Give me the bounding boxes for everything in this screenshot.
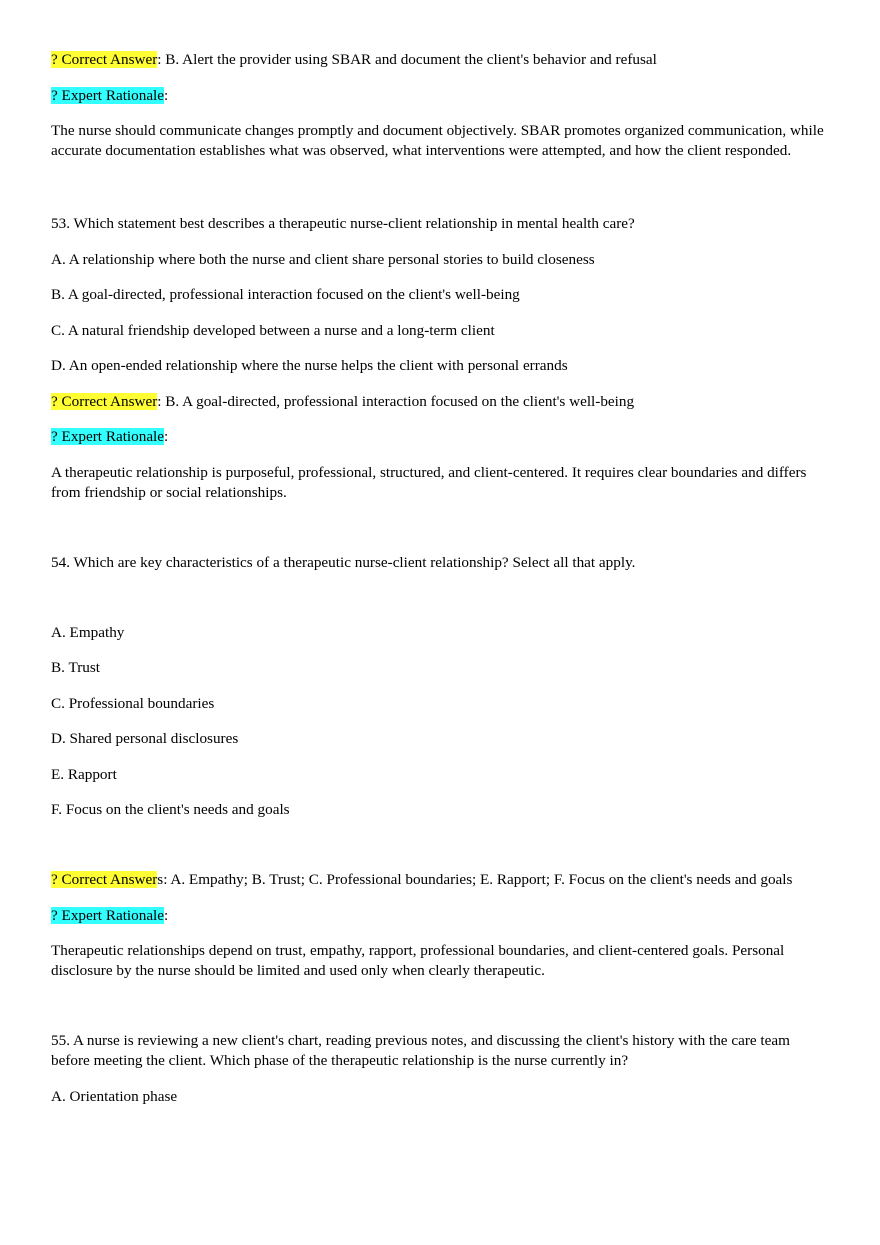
correct-answers-line: ? Correct Answers: A. Empathy; B. Trust;… bbox=[51, 870, 831, 890]
q53-option-a: A. A relationship where both the nurse a… bbox=[51, 250, 595, 268]
expert-rationale-label: ? Expert Rationale bbox=[51, 428, 165, 445]
rationale-colon: : bbox=[164, 86, 169, 104]
q53-option-b: B. A goal-directed, professional interac… bbox=[51, 286, 520, 303]
q55-option-a: A. Orientation phase bbox=[51, 1087, 178, 1105]
expert-rationale-line: ? Expert Rationale: bbox=[51, 427, 831, 447]
document-page: ? Correct Answer: B. Alert the provider … bbox=[51, 50, 831, 1107]
expert-rationale-line: ? Expert Rationale: bbox=[51, 906, 831, 926]
q54-option-a: A. Empathy bbox=[51, 623, 125, 641]
rationale-text: The nurse should communicate changes pro… bbox=[51, 122, 824, 159]
correct-answers-text: s: A. Empathy; B. Trust; C. Professional… bbox=[157, 871, 793, 888]
question-53: 53. Which statement best describes a the… bbox=[51, 215, 635, 232]
correct-answer-label: ? Correct Answer bbox=[51, 392, 158, 410]
correct-answer-text: : B. A goal-directed, professional inter… bbox=[157, 392, 635, 410]
correct-answer-label: ? Correct Answer bbox=[51, 51, 158, 68]
q54-option-d: D. Shared personal disclosures bbox=[51, 730, 239, 747]
rationale-colon: : bbox=[164, 428, 169, 445]
rationale-text: A therapeutic relationship is purposeful… bbox=[51, 463, 807, 501]
q53-option-c: C. A natural friendship developed betwee… bbox=[51, 321, 495, 339]
q54-option-c: C. Professional boundaries bbox=[51, 694, 215, 712]
expert-rationale-line: ? Expert Rationale: bbox=[51, 86, 831, 106]
expert-rationale-label: ? Expert Rationale bbox=[51, 86, 165, 104]
correct-answer-line: ? Correct Answer: B. A goal-directed, pr… bbox=[51, 392, 831, 412]
q53-option-d: D. An open-ended relationship where the … bbox=[51, 357, 568, 374]
q54-option-e: E. Rapport bbox=[51, 765, 117, 783]
question-54: 54. Which are key characteristics of a t… bbox=[51, 553, 636, 571]
correct-answer-text: : B. Alert the provider using SBAR and d… bbox=[157, 51, 657, 68]
rationale-text: Therapeutic relationships depend on trus… bbox=[51, 942, 785, 979]
q54-option-f: F. Focus on the client's needs and goals bbox=[51, 801, 290, 818]
correct-answer-label: ? Correct Answer bbox=[51, 871, 158, 888]
rationale-colon: : bbox=[164, 906, 169, 924]
q54-option-b: B. Trust bbox=[51, 659, 100, 676]
question-55: 55. A nurse is reviewing a new client's … bbox=[51, 1032, 790, 1069]
correct-answer-line: ? Correct Answer: B. Alert the provider … bbox=[51, 50, 831, 70]
expert-rationale-label: ? Expert Rationale bbox=[51, 906, 165, 924]
